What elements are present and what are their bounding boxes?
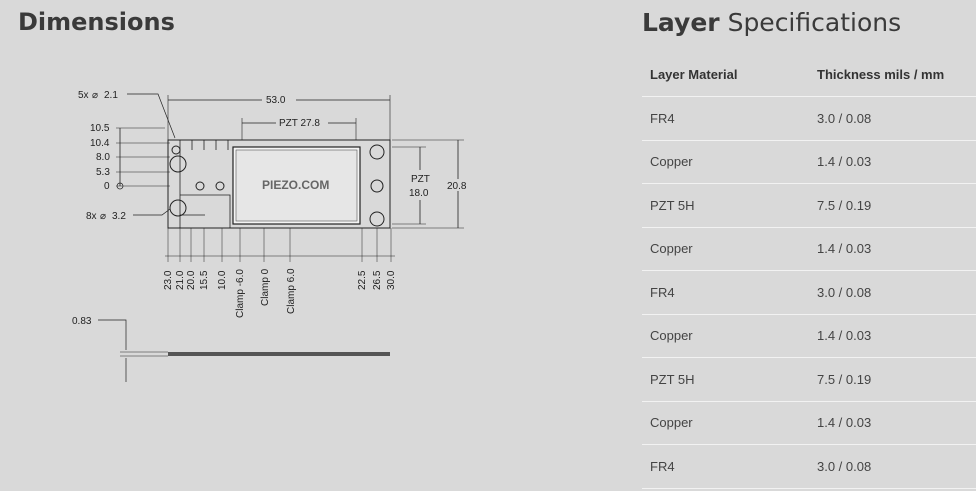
hole-small [215,181,225,191]
dim-width: 20.8 [447,181,467,192]
y-tick: 0 [104,181,110,192]
x-tick: 22.5 [357,270,368,290]
callout-small-holes: 5x [78,90,89,101]
hole-large [370,179,384,193]
svg-text:3.2: 3.2 [112,211,126,222]
y-tick: 10.4 [90,138,110,149]
x-tick: Clamp -6.0 [235,269,246,318]
board-outline [167,139,391,229]
hole-small [171,145,181,155]
col-header-material: Layer Material [642,52,809,97]
svg-text:⌀: ⌀ [100,211,106,222]
y-tick: 5.3 [96,167,110,178]
col-header-thickness: Thickness mils / mm [809,52,976,97]
dimensions-title: Dimensions [18,8,175,36]
x-tick: 15.5 [199,270,210,290]
x-tick: 30.0 [386,270,397,290]
dim-length: 53.0 [266,95,286,106]
hole-large [169,155,187,173]
dim-pzt-width: 18.0 [409,188,429,199]
y-tick: 8.0 [96,152,110,163]
x-tick: 26.5 [372,270,383,290]
svg-text:⌀: ⌀ [92,90,98,101]
x-tick: 23.0 [163,270,174,290]
y-tick: 10.5 [90,123,110,134]
x-tick: 21.0 [175,270,186,290]
dim-pzt-length: PZT 27.8 [279,118,320,129]
table-header-row: Layer Material Thickness mils / mm [642,52,976,97]
x-tick: Clamp 6.0 [286,268,297,314]
x-tick: Clamp 0 [260,268,271,306]
svg-text:2.1: 2.1 [104,90,118,101]
hole-small [195,181,205,191]
x-tick: 10.0 [217,270,228,290]
dim-pzt-word: PZT [411,174,430,185]
hole-large [369,144,385,160]
dim-thickness: 0.83 [72,316,92,327]
piezo-logo: PIEZO.COM [262,178,329,192]
hole-large [169,199,187,217]
dimension-drawing: PIEZO.COM 53.0 PZT 27.8 PZT 18.0 20.8 5x… [60,80,480,390]
callout-large-holes: 8x [86,211,97,222]
side-profile [168,352,390,356]
layer-specs-title: Layer Specifications [642,8,902,37]
x-tick: 20.0 [186,270,197,290]
y-tick-lines [116,127,170,187]
hole-large [369,211,385,227]
